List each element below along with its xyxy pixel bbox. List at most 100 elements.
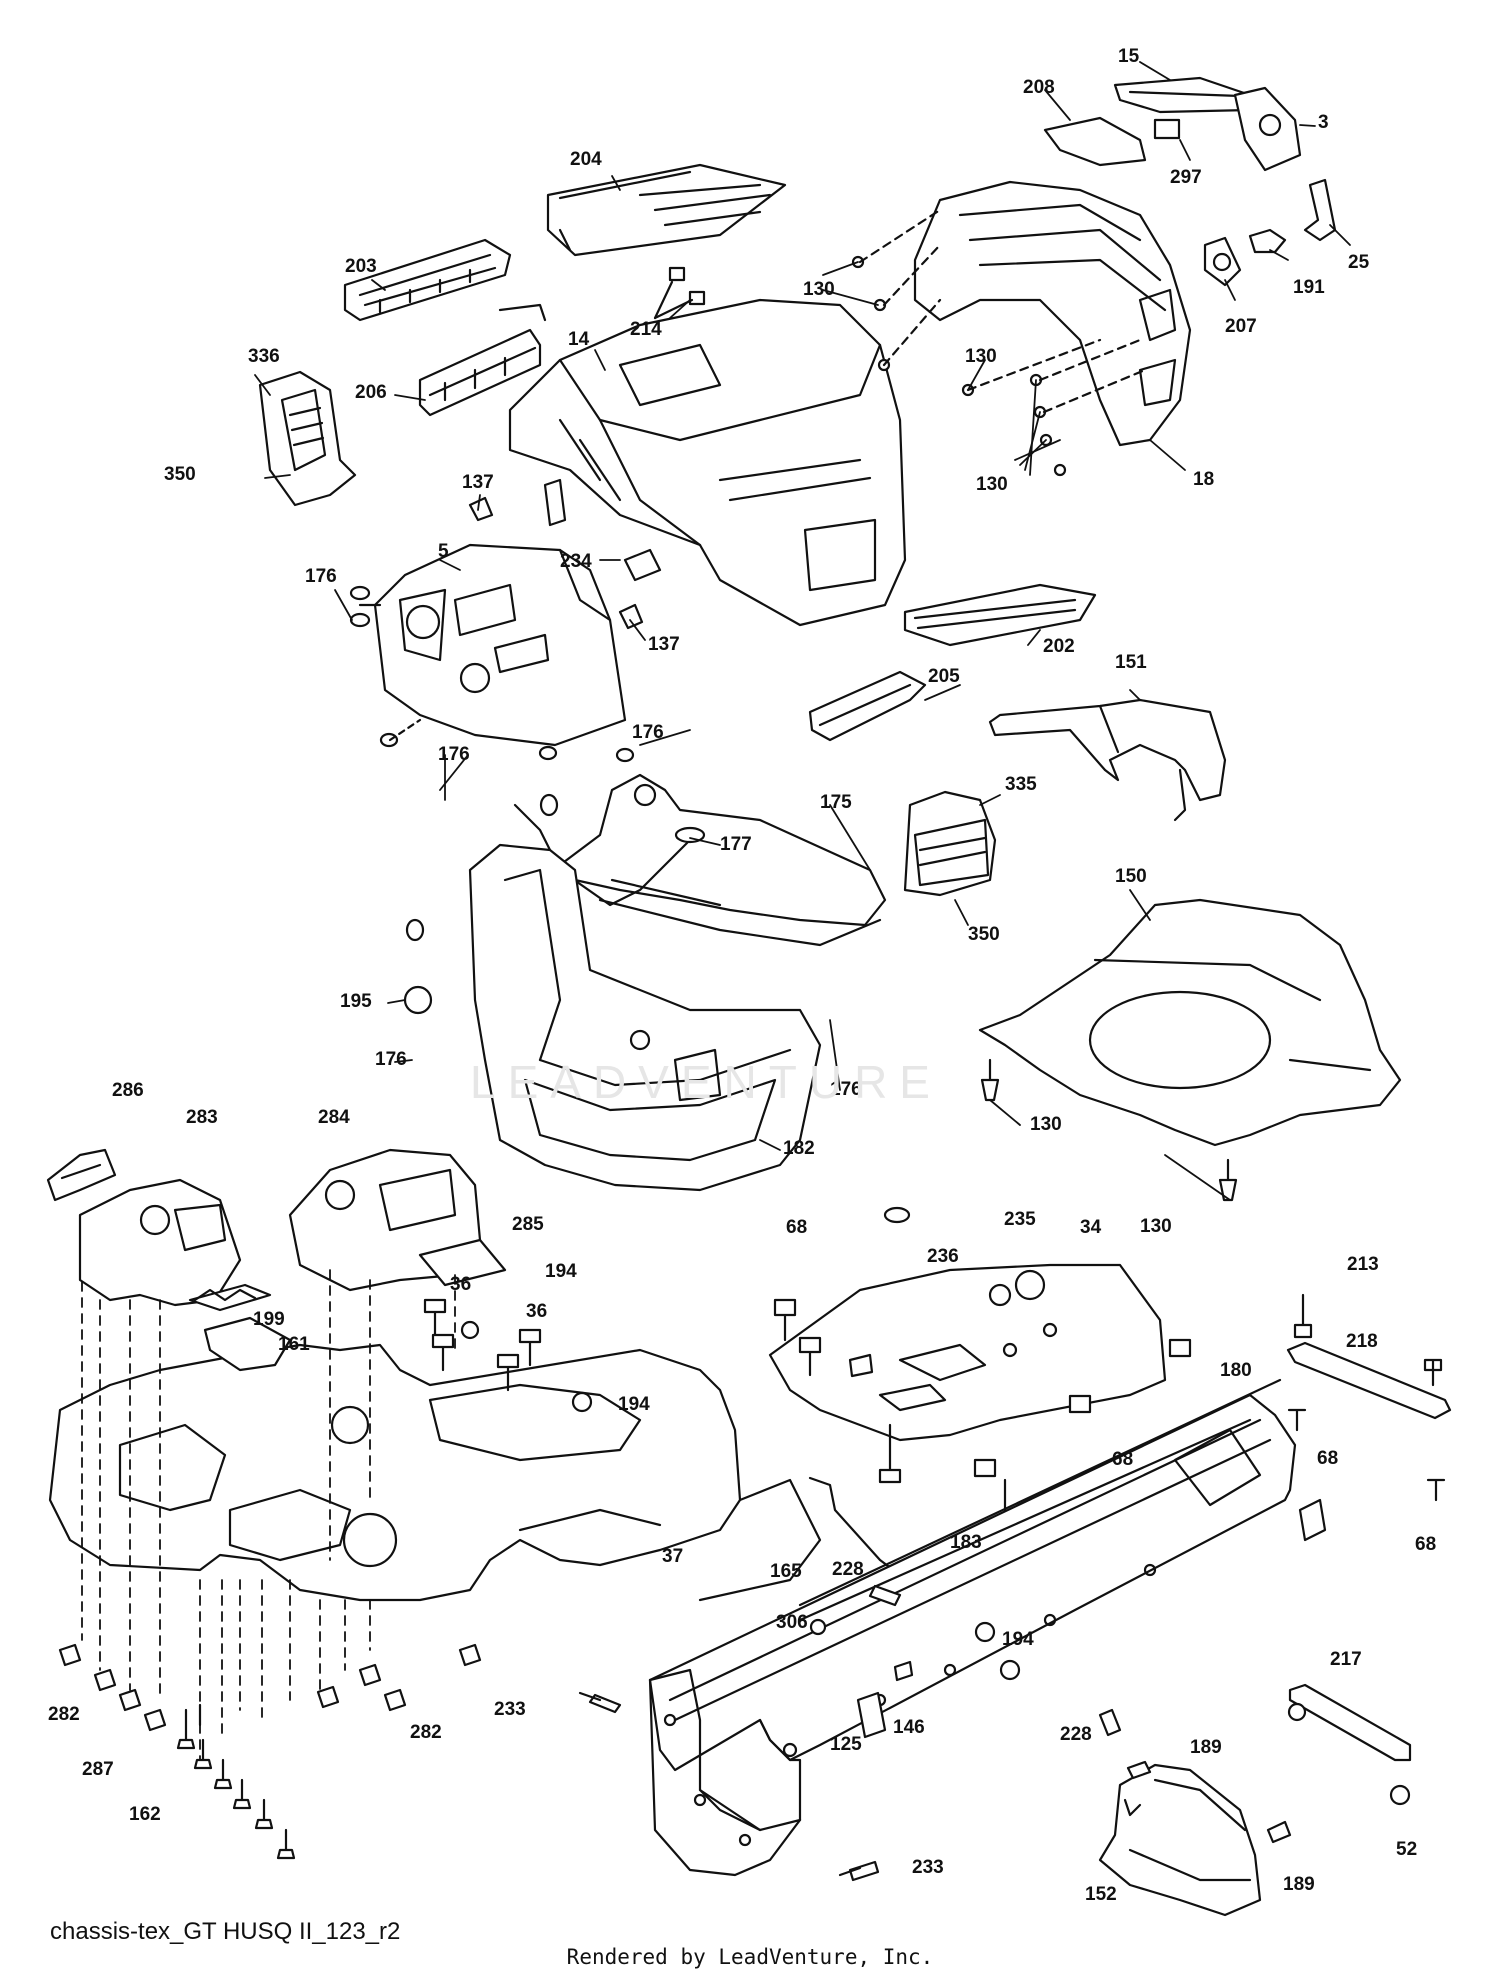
callout-137: 137 xyxy=(462,472,494,493)
callout-176: 176 xyxy=(375,1049,407,1070)
callout-182: 182 xyxy=(783,1138,815,1159)
leader-lines xyxy=(254,61,1351,1201)
callout-189: 189 xyxy=(1190,1737,1222,1758)
callout-213: 213 xyxy=(1347,1254,1379,1275)
part-hood-top-204 xyxy=(546,163,787,257)
callout-146: 146 xyxy=(893,1717,925,1738)
part-grommets-176 xyxy=(349,585,832,942)
callout-283: 283 xyxy=(186,1107,218,1128)
callout-191: 191 xyxy=(1293,277,1325,298)
callout-233: 233 xyxy=(494,1699,526,1720)
callout-68: 68 xyxy=(1317,1448,1338,1469)
part-dash-shroud-182 xyxy=(468,843,822,1192)
callout-282: 282 xyxy=(410,1722,442,1743)
part-grille-203 xyxy=(343,238,512,322)
callout-68: 68 xyxy=(1112,1449,1133,1470)
callout-34: 34 xyxy=(1080,1217,1102,1238)
part-bolts-68 xyxy=(773,1206,1192,1478)
part-frame-hardware xyxy=(578,1584,1122,1882)
callout-36: 36 xyxy=(526,1301,547,1322)
callout-37: 37 xyxy=(662,1546,683,1567)
callout-228: 228 xyxy=(1060,1724,1092,1745)
callout-176: 176 xyxy=(632,722,664,743)
callout-130: 130 xyxy=(976,474,1008,495)
callout-183: 183 xyxy=(950,1532,982,1553)
callout-335: 335 xyxy=(1005,774,1037,795)
drawing-id-label: chassis-tex_GT HUSQ II_123_r2 xyxy=(50,1918,401,1945)
callout-36: 36 xyxy=(450,1274,471,1295)
callout-297: 297 xyxy=(1170,167,1202,188)
callout-176: 176 xyxy=(830,1079,862,1100)
callout-150: 150 xyxy=(1115,866,1147,887)
part-wire-177 xyxy=(513,803,706,907)
callout-175: 175 xyxy=(820,792,852,813)
callout-194: 194 xyxy=(618,1394,650,1415)
callout-199: 199 xyxy=(253,1309,285,1330)
callout-176: 176 xyxy=(438,744,470,765)
render-credit: Rendered by LeadVenture, Inc. xyxy=(566,1945,934,1969)
callout-15: 15 xyxy=(1118,46,1140,67)
callout-350: 350 xyxy=(164,464,196,485)
callout-306: 306 xyxy=(776,1612,808,1633)
callout-5: 5 xyxy=(438,541,449,562)
callout-161: 161 xyxy=(278,1334,310,1355)
part-frame-180 xyxy=(648,1378,1327,1772)
part-bolts-36-nuts-194 xyxy=(423,1298,593,1413)
part-handle-286 xyxy=(46,1148,117,1202)
callout-125: 125 xyxy=(830,1734,862,1755)
part-footrest-150 xyxy=(978,898,1402,1147)
callout-68: 68 xyxy=(786,1217,807,1238)
callout-285: 285 xyxy=(512,1214,544,1235)
callout-165: 165 xyxy=(770,1561,802,1582)
part-front-bumper-18 xyxy=(913,180,1192,447)
part-fender-cover-283 xyxy=(78,1178,242,1307)
callout-176: 176 xyxy=(305,566,337,587)
callout-202: 202 xyxy=(1043,636,1075,657)
part-screws-162-287 xyxy=(176,1703,296,1860)
part-side-panel-335 xyxy=(903,790,997,897)
callout-205: 205 xyxy=(928,666,960,687)
callout-195: 195 xyxy=(340,991,372,1012)
part-plug-195 xyxy=(403,985,433,1015)
callout-177: 177 xyxy=(720,834,752,855)
part-vent-206 xyxy=(418,303,547,417)
part-fender-37 xyxy=(48,1343,822,1602)
callout-25: 25 xyxy=(1348,252,1370,273)
part-bracket-151 xyxy=(988,698,1227,822)
callout-350: 350 xyxy=(968,924,1000,945)
callout-189: 189 xyxy=(1283,1874,1315,1895)
callout-214: 214 xyxy=(630,319,662,340)
callout-206: 206 xyxy=(355,382,387,403)
part-cover-199-161 xyxy=(188,1283,292,1372)
callout-218: 218 xyxy=(1346,1331,1378,1352)
callout-130: 130 xyxy=(803,279,835,300)
part-bracket-152 xyxy=(1098,1760,1292,1917)
part-rod-217 xyxy=(1287,1683,1412,1806)
part-screws-130-footrest xyxy=(980,1058,1238,1202)
callout-207: 207 xyxy=(1225,316,1257,337)
callout-151: 151 xyxy=(1115,652,1147,673)
part-frame-front xyxy=(648,1668,802,1877)
callout-14: 14 xyxy=(568,329,590,350)
part-dash-5 xyxy=(373,543,627,747)
callout-180: 180 xyxy=(1220,1360,1252,1381)
callout-286: 286 xyxy=(112,1080,144,1101)
guide-lines-fender xyxy=(81,1269,456,1771)
callout-208: 208 xyxy=(1023,77,1055,98)
callout-152: 152 xyxy=(1085,1884,1117,1905)
part-trim-205 xyxy=(808,670,927,742)
callout-3: 3 xyxy=(1318,112,1329,133)
callout-130: 130 xyxy=(1140,1216,1172,1237)
callout-52: 52 xyxy=(1396,1839,1417,1860)
part-seat-plate-34 xyxy=(768,1263,1167,1442)
callout-68: 68 xyxy=(1415,1534,1436,1555)
callout-137: 137 xyxy=(648,634,680,655)
part-clips-282 xyxy=(58,1643,482,1732)
callout-203: 203 xyxy=(345,256,377,277)
callout-217: 217 xyxy=(1330,1649,1362,1670)
callout-284: 284 xyxy=(318,1107,350,1128)
callout-18: 18 xyxy=(1193,469,1214,490)
